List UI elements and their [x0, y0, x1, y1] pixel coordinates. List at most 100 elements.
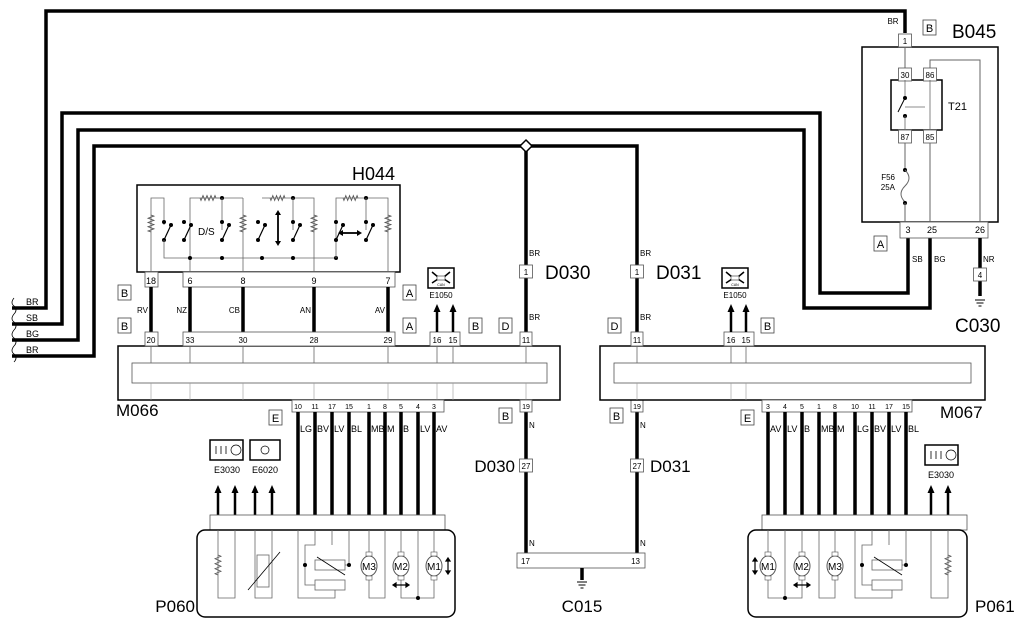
- variable-resistor-arrow: [247, 551, 281, 591]
- wire-color-label: RV: [137, 306, 149, 315]
- sun-icon: [260, 445, 270, 455]
- junction-dot: [169, 223, 173, 227]
- switch-contact-icon: [183, 224, 192, 241]
- pin-number: 1: [817, 404, 821, 411]
- m067-inner-bar: [613, 362, 972, 384]
- arrow-head-icon: [944, 485, 952, 493]
- switch-contact-icon: [292, 224, 301, 241]
- junction-dot: [783, 596, 787, 600]
- pin-number: 30: [239, 336, 248, 345]
- wire-color-label: BV: [317, 424, 329, 434]
- pin-number: 11: [522, 336, 531, 345]
- connector-tag-label: E: [272, 413, 279, 425]
- motor-label: M2: [394, 562, 408, 573]
- internal-wire: [217, 530, 236, 599]
- pin-number: 9: [311, 276, 316, 286]
- resistor-icon: [943, 554, 953, 576]
- can-text: CAN: [437, 283, 445, 287]
- connector-tag: [498, 317, 513, 334]
- resistor-icon: [199, 194, 217, 202]
- pin-number: 11: [633, 336, 642, 345]
- connector-tag: [873, 235, 888, 252]
- junction-dot: [371, 223, 375, 227]
- wire-color-label: N: [529, 421, 535, 430]
- junction-dot: [291, 220, 295, 224]
- inline-connector-pin: [630, 264, 644, 279]
- wire-color-label: SB: [912, 255, 923, 264]
- resistor-icon: [309, 214, 319, 233]
- internal-wire: [861, 530, 873, 565]
- resistor-icon: [383, 214, 393, 233]
- internal-wire: [929, 59, 981, 222]
- wire-color-label: LV: [334, 424, 344, 434]
- pin-number: 28: [310, 336, 319, 345]
- pin-strip: [429, 331, 461, 347]
- can-text: CAN: [731, 283, 739, 287]
- pin-number: 10: [851, 404, 859, 411]
- connector-tag: [609, 407, 624, 424]
- pin-strip: [182, 331, 396, 347]
- wire-break-icon: [11, 329, 17, 347]
- junction-dot: [263, 223, 267, 227]
- left-right-arrow-icon: [391, 581, 411, 589]
- arrow-head-icon: [433, 304, 441, 312]
- pin-number: 7: [385, 276, 390, 286]
- wire-color-label: B: [403, 424, 409, 434]
- junction-dot: [220, 220, 224, 224]
- junction-dot: [903, 96, 907, 100]
- wire-color-label: BL: [908, 424, 919, 434]
- wire-color-label: N: [640, 539, 646, 548]
- motor-brush: [430, 551, 438, 557]
- p060-label: P060: [155, 597, 195, 616]
- motor-brush: [365, 575, 373, 581]
- junction-dot: [220, 256, 224, 260]
- d030-label-lower: D030: [474, 457, 515, 476]
- pin-number: 8: [383, 404, 387, 411]
- motor-brush: [798, 575, 806, 581]
- internal-wire: [163, 240, 262, 259]
- connector-tag-label: B: [121, 288, 128, 300]
- connector-tag-label: B: [472, 321, 479, 333]
- wire-color-label: AV: [375, 306, 386, 315]
- potentiometer-wiper: [316, 556, 346, 576]
- potentiometer-icon: [314, 579, 346, 591]
- p060-strip: [209, 514, 446, 531]
- m066-label: M066: [116, 401, 159, 420]
- wire-color-label: MB: [821, 424, 835, 434]
- pin-number: 27: [522, 462, 531, 471]
- connector-tag: [607, 317, 622, 334]
- pin-number: 4: [416, 404, 420, 411]
- pin-number: 26: [975, 225, 985, 235]
- motor-brush: [831, 551, 839, 557]
- e3030-label: E3030: [928, 470, 954, 480]
- motor-label: M2: [795, 562, 809, 573]
- connector-tag: [117, 284, 132, 301]
- heater-icon-part: [945, 449, 957, 461]
- wire-break-icon: [11, 313, 17, 331]
- internal-wire: [150, 197, 165, 272]
- internal-wire: [304, 565, 315, 586]
- motor-brush: [430, 575, 438, 581]
- wire-color-label: CB: [229, 306, 240, 315]
- heater-icon-part: [230, 444, 242, 456]
- d030-label: D030: [545, 263, 590, 284]
- connector-tag: [498, 407, 513, 424]
- wire-break-icon: [11, 345, 17, 363]
- pin-number: 8: [833, 404, 837, 411]
- junction-dot: [860, 563, 864, 567]
- wire-color-label: BR: [26, 297, 39, 307]
- potentiometer-icon: [871, 579, 903, 591]
- wire-color-label: M: [837, 424, 845, 434]
- connector-tag: [922, 19, 937, 36]
- wire-color-label: BR: [640, 313, 651, 322]
- connector-tag: [117, 317, 132, 334]
- motor-brush: [365, 551, 373, 557]
- m067-label: M067: [940, 403, 983, 422]
- arrow-head-icon: [231, 485, 239, 493]
- motor-brush: [764, 551, 772, 557]
- wire-color-label: SB: [26, 313, 38, 323]
- pin-number: 1: [903, 37, 908, 46]
- pin-number: 1: [367, 404, 371, 411]
- d031-label: D031: [656, 263, 701, 284]
- m066-inner-bar: [131, 362, 548, 384]
